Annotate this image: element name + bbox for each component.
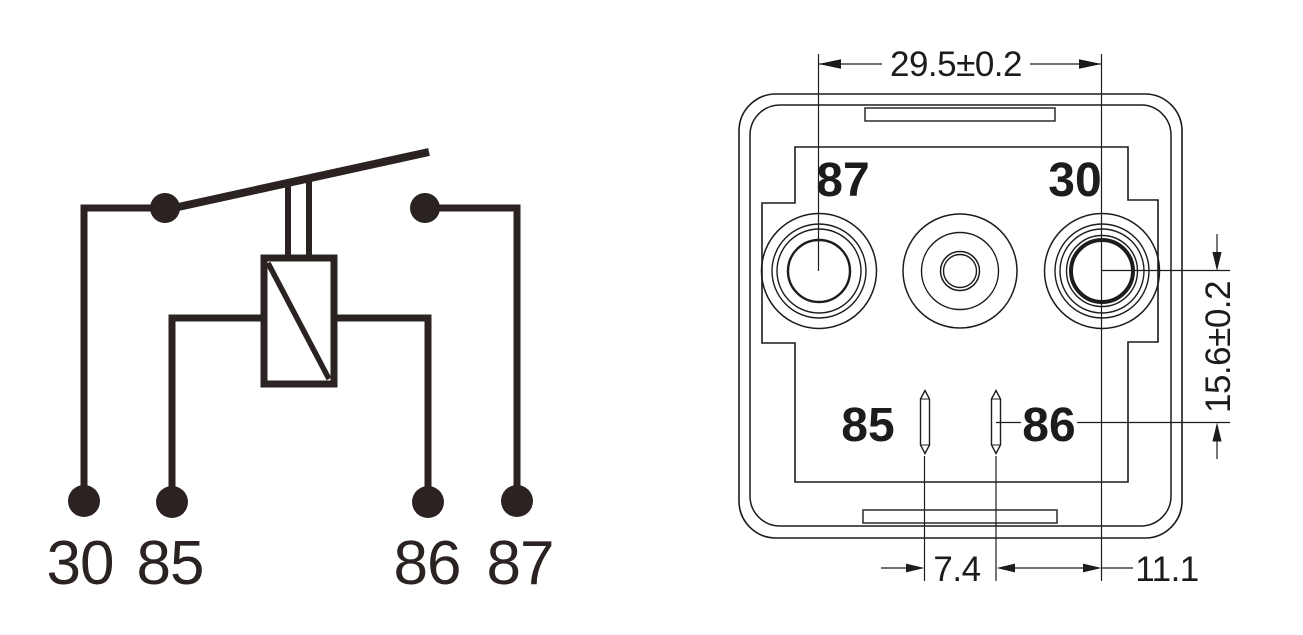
dim-bottom-row: 7.4 11.1 <box>881 456 1199 589</box>
bottom-view: 29.5±0.2 15.6±0.2 7.4 11.1 87 30 85 86 <box>738 45 1238 589</box>
terminal-label-87: 87 <box>487 529 554 598</box>
pin-label-30: 30 <box>1048 154 1101 207</box>
terminal-dot-86 <box>412 486 444 518</box>
arrowhead-111-left <box>996 563 1015 573</box>
schematic-view: 30 85 86 87 <box>47 148 554 598</box>
contact-dot-no <box>410 193 440 223</box>
wire-terminal-30 <box>80 204 161 501</box>
arrowhead-111-right <box>1083 563 1102 573</box>
arrowhead-bottom <box>1212 422 1222 442</box>
terminal-label-86: 86 <box>394 529 461 598</box>
pin-label-86: 86 <box>1022 399 1075 452</box>
housing-bottom-slot <box>862 509 1058 524</box>
dim-text-height: 15.6±0.2 <box>1199 281 1238 413</box>
wire-terminal-85 <box>168 314 264 502</box>
blade-terminal-85 <box>919 389 931 455</box>
dim-text-width: 29.5±0.2 <box>890 45 1022 84</box>
terminal-dot-87 <box>501 485 533 517</box>
contact-dot-common <box>150 193 180 223</box>
coil-diagonal <box>265 261 332 381</box>
arrowhead-right <box>1079 59 1102 69</box>
dim-text-blade-spacing: 7.4 <box>933 550 980 589</box>
wire-terminal-86 <box>334 314 432 502</box>
pin-label-87: 87 <box>816 154 869 207</box>
dim-vertical-pin-span: 15.6±0.2 <box>996 234 1238 459</box>
terminal-label-30: 30 <box>47 529 114 598</box>
armature-link <box>285 179 312 258</box>
terminal-dot-30 <box>68 485 100 517</box>
blade-terminal-86 <box>990 389 1002 455</box>
dim-text-blade-to-pin30: 11.1 <box>1135 550 1199 589</box>
arrowhead-left <box>818 59 841 69</box>
housing-top-slot <box>864 107 1056 122</box>
inner-panel-contour <box>761 146 1159 483</box>
housing-outer-outline <box>738 93 1183 539</box>
pin-label-85: 85 <box>841 399 894 452</box>
dim-horizontal-pin-span: 29.5±0.2 <box>817 45 1103 581</box>
center-pilot-boss <box>902 213 1018 329</box>
terminal-dot-85 <box>156 486 188 518</box>
housing-inner-shell <box>749 104 1172 527</box>
wire-terminal-87 <box>429 204 521 501</box>
arrowhead-74 <box>906 563 925 573</box>
arrowhead-top <box>1212 252 1222 271</box>
terminal-label-85: 85 <box>137 529 204 598</box>
switch-arm <box>159 148 430 215</box>
